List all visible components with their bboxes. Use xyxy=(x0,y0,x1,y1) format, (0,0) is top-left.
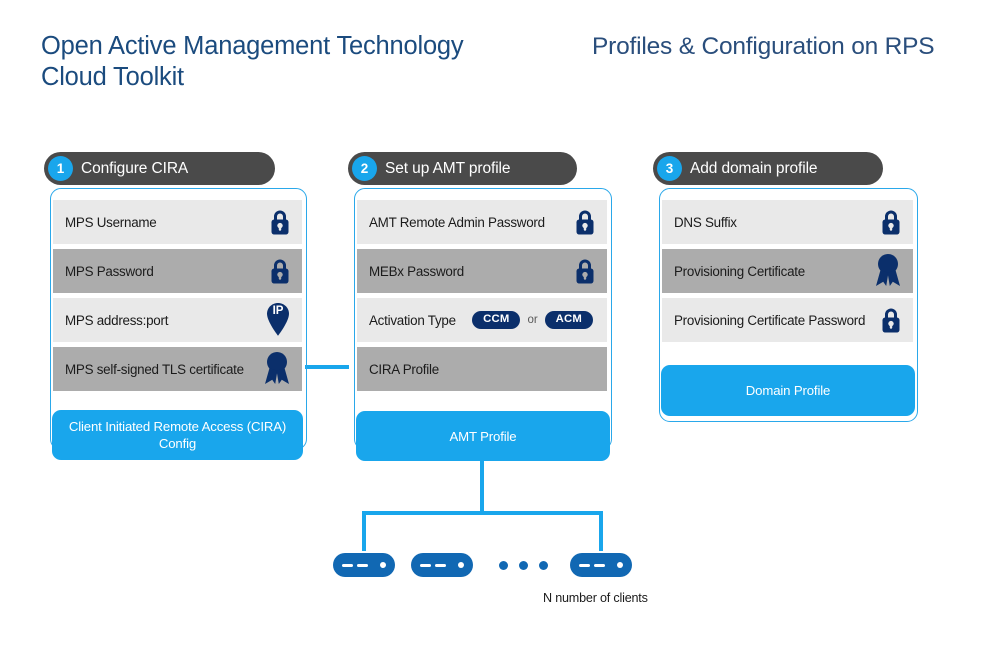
column-header-3: 3 Add domain profile xyxy=(653,152,883,185)
device-dash xyxy=(594,564,605,567)
device-dash xyxy=(357,564,368,567)
client-device-2[interactable] xyxy=(411,553,473,577)
activation-option-ccm[interactable]: CCM xyxy=(472,310,521,330)
row-mps-password[interactable]: MPS Password xyxy=(53,249,302,293)
column-header-label-2: Set up AMT profile xyxy=(385,159,511,177)
row-label: DNS Suffix xyxy=(674,214,737,230)
ellipsis-dot xyxy=(519,561,528,570)
row-label: Provisioning Certificate xyxy=(674,263,805,279)
activation-option-separator: or xyxy=(527,313,538,326)
row-activation-type[interactable]: Activation Type CCM or ACM xyxy=(357,298,607,342)
certificate-ribbon-icon xyxy=(262,351,292,387)
row-icon-slot xyxy=(873,253,913,289)
lock-icon xyxy=(879,208,903,236)
row-icon-slot xyxy=(268,208,302,236)
row-mps-address-port[interactable]: MPS address:port IP xyxy=(53,298,302,342)
column-header-label-3: Add domain profile xyxy=(690,159,818,177)
page-subtitle: Profiles & Configuration on RPS xyxy=(592,33,935,60)
device-status-dot xyxy=(380,562,386,568)
lock-icon xyxy=(573,208,597,236)
device-dash xyxy=(435,564,446,567)
row-dns-suffix[interactable]: DNS Suffix xyxy=(662,200,913,244)
connector-client-right-drop xyxy=(599,511,603,551)
device-status-dot xyxy=(458,562,464,568)
row-cira-profile[interactable]: CIRA Profile xyxy=(357,347,607,391)
column-header-label-1: Configure CIRA xyxy=(81,159,189,177)
device-dash xyxy=(579,564,590,567)
certificate-ribbon-icon xyxy=(873,253,903,289)
row-label: MPS address:port xyxy=(65,312,169,328)
step-number-badge-2: 2 xyxy=(352,156,377,181)
lock-icon xyxy=(268,208,292,236)
connector-cira-to-amt xyxy=(305,365,349,369)
client-device-1[interactable] xyxy=(333,553,395,577)
ip-pin-icon: IP xyxy=(264,301,292,339)
connector-client-bus xyxy=(362,511,603,515)
activation-options: CCM or ACM xyxy=(472,310,607,330)
cira-config-profile-box[interactable]: Client Initiated Remote Access (CIRA) Co… xyxy=(52,410,303,460)
column-header-1: 1 Configure CIRA xyxy=(44,152,275,185)
device-status-dot xyxy=(617,562,623,568)
clients-caption: N number of clients xyxy=(543,591,648,605)
client-device-n[interactable] xyxy=(570,553,632,577)
row-label: Activation Type xyxy=(369,312,456,328)
row-label: MPS Password xyxy=(65,263,154,279)
lock-icon xyxy=(268,257,292,285)
row-label: MPS self-signed TLS certificate xyxy=(65,361,244,377)
row-icon-slot: IP xyxy=(264,301,302,339)
row-label: Provisioning Certificate Password xyxy=(674,312,866,328)
row-provisioning-certificate[interactable]: Provisioning Certificate xyxy=(662,249,913,293)
panel-add-domain-profile xyxy=(659,188,918,422)
row-icon-slot xyxy=(573,208,607,236)
row-label: MPS Username xyxy=(65,214,157,230)
step-number-badge-1: 1 xyxy=(48,156,73,181)
row-icon-slot xyxy=(573,257,607,285)
row-icon-slot xyxy=(879,306,913,334)
ellipsis-dot xyxy=(539,561,548,570)
client-ellipsis xyxy=(499,561,548,570)
step-number-badge-3: 3 xyxy=(657,156,682,181)
row-provisioning-certificate-password[interactable]: Provisioning Certificate Password xyxy=(662,298,913,342)
device-dash xyxy=(342,564,353,567)
ip-pin-label: IP xyxy=(272,305,284,317)
lock-icon xyxy=(573,257,597,285)
page-title: Open Active Management Technology Cloud … xyxy=(41,32,464,91)
domain-profile-box[interactable]: Domain Profile xyxy=(661,365,915,416)
column-header-2: 2 Set up AMT profile xyxy=(348,152,577,185)
device-dash xyxy=(420,564,431,567)
row-icon-slot xyxy=(268,257,302,285)
row-mps-tls-certificate[interactable]: MPS self-signed TLS certificate xyxy=(53,347,302,391)
lock-icon xyxy=(879,306,903,334)
row-mebx-password[interactable]: MEBx Password xyxy=(357,249,607,293)
row-icon-slot xyxy=(879,208,913,236)
row-label: AMT Remote Admin Password xyxy=(369,214,545,230)
connector-amt-trunk xyxy=(480,461,484,513)
row-icon-slot xyxy=(262,351,302,387)
row-mps-username[interactable]: MPS Username xyxy=(53,200,302,244)
activation-option-acm[interactable]: ACM xyxy=(544,310,593,330)
row-amt-remote-admin-password[interactable]: AMT Remote Admin Password xyxy=(357,200,607,244)
row-label: MEBx Password xyxy=(369,263,464,279)
row-label: CIRA Profile xyxy=(369,361,439,377)
connector-client-left-drop xyxy=(362,511,366,551)
amt-profile-box[interactable]: AMT Profile xyxy=(356,411,610,461)
ellipsis-dot xyxy=(499,561,508,570)
